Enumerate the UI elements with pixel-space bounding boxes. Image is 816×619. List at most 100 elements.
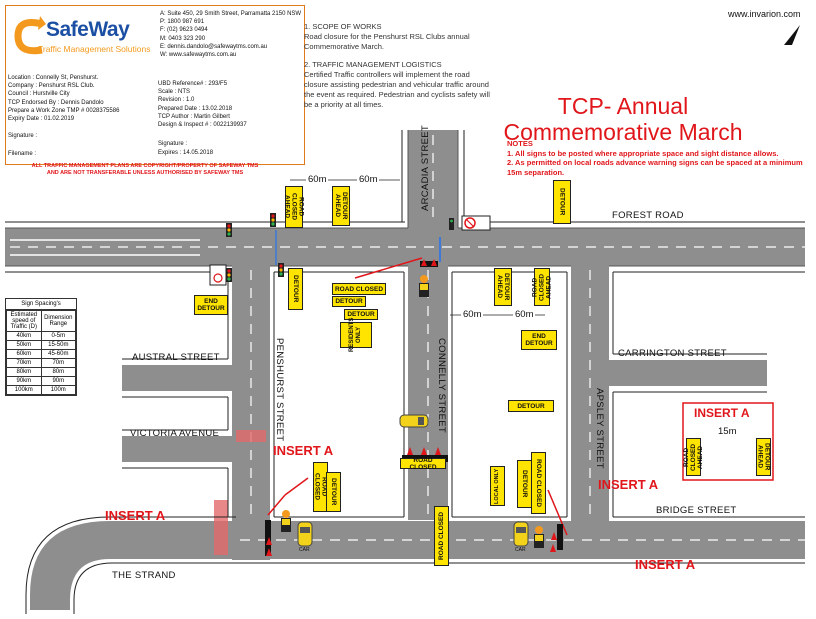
detail-line: UBD Reference# : 293/F5 [158, 81, 228, 87]
street-label-victoria: VICTORIA AVENUE [130, 428, 220, 439]
street-label-austral: AUSTRAL STREET [132, 352, 220, 363]
sign-road-closed: ROAD CLOSED [400, 457, 446, 471]
logistics-text: Certified Traffic controllers will imple… [304, 70, 490, 109]
copyright-line: ALL TRAFFIC MANAGEMENT PLANS ARE COPYRIG… [31, 163, 259, 169]
detail-line: Prepare a Work Zone TMP # 0028375586 [8, 107, 120, 114]
website-label: www.invarion.com [728, 9, 801, 19]
detail-line: TCP Author : Martin Gilbert [158, 113, 230, 120]
contact-line: E: dennis.dandolo@safewaytms.com.au [160, 43, 268, 50]
table-cell: 70km [6, 358, 42, 368]
detail-line: Design & Inspect # : 0022139937 [158, 122, 247, 129]
table-cell: 0-5m [40, 331, 77, 341]
pedestrian-crossings [214, 430, 266, 555]
distance-label: 60m [513, 309, 536, 320]
sign-road-closed-ahead: ROAD CLOSED AHEAD [532, 268, 553, 306]
detail-line: Company : Penshurst RSL Club. [8, 83, 95, 90]
sign-detour: DETOUR [508, 400, 554, 412]
car-label: CAR [299, 547, 310, 553]
insert-box-title: INSERT A [694, 406, 750, 420]
scope-heading: 1. SCOPE OF WORKS [304, 22, 382, 31]
detail-line: Expiry Date : 01.02.2019 [8, 116, 75, 123]
sign-local-only: LOCAL ONLY [490, 466, 505, 506]
contact-line: P: 1800 987 691 [160, 19, 205, 26]
the-strand [30, 521, 232, 610]
contact-line: F: (02) 9623 0494 [160, 27, 208, 34]
street-label-carrington: CARRINGTON STREET [618, 348, 727, 359]
expires-label: Expires : 14.05.2018 [158, 150, 214, 156]
table-title: Sign Spacing's [6, 299, 76, 310]
signature-right-label: Signature : [158, 141, 188, 147]
table-cell: 90m [40, 376, 77, 386]
sign-road-closed: ROAD CLOSED [434, 506, 449, 566]
page-title: TCP- Annual Commemorative March [503, 93, 743, 145]
insert-label: INSERT A [635, 557, 696, 572]
distance-label: 60m [357, 174, 380, 185]
notes-section: NOTES 1. All signs to be posted where ap… [507, 139, 807, 177]
table-cell: 100m [40, 385, 77, 395]
north-arrow-icon [784, 25, 800, 45]
insert-pointer-lines [267, 257, 568, 536]
sign-road-closed-ahead: ROAD CLOSED AHEAD [284, 186, 305, 228]
sign-road-closed: ROAD CLOSED [332, 283, 386, 295]
contact-line: W: www.safewaytms.com.au [160, 52, 237, 59]
note-item: 1. All signs to be posted where appropri… [507, 148, 779, 158]
sign-spacing-table: Sign Spacing's Estimated speed of Traffi… [5, 298, 77, 396]
logo-tagline: Traffic Management Solutions [38, 44, 151, 54]
notes-heading: NOTES [507, 139, 533, 148]
car-label: CAR [515, 547, 526, 553]
traffic-lights [226, 213, 454, 282]
sign-detour: DETOUR [517, 460, 532, 508]
table-cell: 60km [6, 349, 42, 359]
table-cell: 80km [6, 367, 42, 377]
table-cell: 100km [6, 385, 42, 395]
detail-line: Location : Connelly St, Penshurst. [8, 75, 99, 81]
regulatory-signs [209, 215, 491, 286]
table-cell: 70m [40, 358, 77, 368]
contact-line: M: 0403 323 290 [160, 35, 206, 42]
carrington-street [609, 360, 767, 386]
logo-name: SafeWay [46, 18, 130, 41]
sign-detour: DETOUR [553, 180, 571, 224]
distance-label: 60m [461, 309, 484, 320]
roads [5, 130, 805, 610]
street-label-arcadia: ARCADIA STREET [420, 125, 431, 212]
sign-detour: DETOUR [332, 296, 366, 307]
insert-label: INSERT A [105, 508, 166, 523]
cars [297, 414, 529, 547]
copyright-line: AND ARE NOT TRANSFERABLE UNLESS AUTHORIS… [46, 170, 244, 176]
sign-end-detour: END DETOUR [521, 330, 557, 350]
details-left: Location : Connelly St, Penshurst. Compa… [8, 74, 119, 123]
table-header: Estimated speed of Traffic (D) [6, 310, 42, 332]
copyright-notice: ALL TRAFFIC MANAGEMENT PLANS ARE COPYRIG… [25, 163, 265, 177]
sign-detour-ahead: DETOUR AHEAD [756, 438, 771, 476]
street-label-connelly: CONNELLY STREET [436, 338, 447, 433]
safeway-logo-icon [14, 16, 46, 55]
insert-label: INSERT A [598, 477, 659, 492]
table-cell: 90km [6, 376, 42, 386]
sign-detour: DETOUR [288, 268, 303, 310]
street-label-penshurst: PENSHURST STREET [274, 338, 285, 442]
details-right: UBD Reference# : 293/F5 Scale : NTS Revi… [158, 80, 247, 129]
sign-detour: DETOUR [344, 309, 378, 320]
detail-line: TCP Endorsed By : Dennis Dandolo [8, 99, 104, 106]
detail-line: Scale : NTS [158, 89, 191, 96]
sign-residents-only: RESIDENTS ONLY [340, 318, 372, 352]
sign-road-closed-ahead: ROAD CLOSED AHEAD [683, 438, 704, 476]
company-logo: SafeWay Traffic Management Solutions [12, 14, 152, 70]
contact-line: A: Suite 450, 29 Smith Street, Parramatt… [160, 11, 302, 17]
sign-detour: DETOUR [326, 472, 341, 512]
sign-detour-ahead: DETOUR AHEAD [332, 186, 350, 226]
distance-label: 60m [306, 174, 329, 185]
sign-end-detour: END DETOUR [194, 295, 228, 315]
table-cell: 45-60m [40, 349, 77, 359]
insert-label: INSERT A [273, 443, 334, 458]
street-label-forest: FOREST ROAD [612, 210, 684, 221]
table-cell: 40km [6, 331, 42, 341]
note-item: 2. As permitted on local roads advance w… [507, 158, 803, 177]
